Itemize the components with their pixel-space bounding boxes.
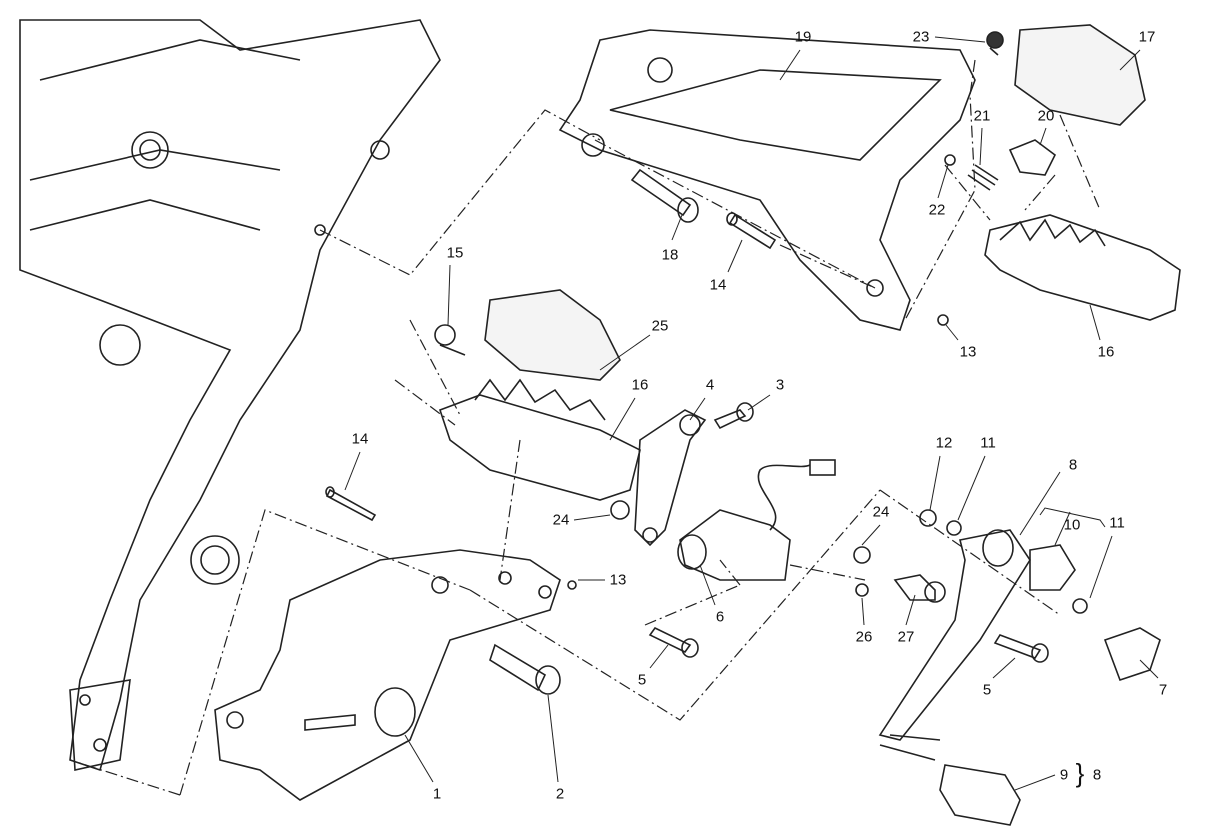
part-label-13-front: 13	[609, 571, 627, 589]
part-label-8: 8	[1068, 456, 1078, 474]
part-label-15: 15	[446, 244, 464, 262]
leader-lines	[344, 36, 1159, 791]
frame-outline	[19, 19, 441, 772]
part-label-2: 2	[555, 785, 565, 803]
part-label-22: 22	[928, 201, 946, 219]
part-label-14-front: 14	[351, 430, 369, 448]
brake-lever-and-switch	[610, 409, 836, 581]
part-label-5-right: 5	[982, 681, 992, 699]
part-label-23: 23	[912, 28, 930, 46]
part-label-9: 9	[1059, 766, 1069, 784]
front-footpeg-bracket	[214, 549, 577, 801]
rear-footpeg	[937, 24, 1181, 326]
part-label-13-rear: 13	[959, 343, 977, 361]
part-label-6: 6	[715, 608, 725, 626]
part-label-27: 27	[897, 628, 915, 646]
part-label-7: 7	[1158, 681, 1168, 699]
part-label-5-left: 5	[637, 671, 647, 689]
part-label-10: 10	[1063, 516, 1081, 534]
part-label-16-rear: 16	[1097, 343, 1115, 361]
part-label-16-front: 16	[631, 376, 649, 394]
bolts	[325, 168, 1049, 695]
front-footpeg	[434, 289, 641, 501]
part-label-17: 17	[1138, 28, 1156, 46]
part-label-20: 20	[1037, 107, 1055, 125]
part-label-26: 26	[855, 628, 873, 646]
construction-lines	[69, 59, 1101, 796]
part-label-11: 11	[980, 434, 996, 452]
part-label-8-group: 8	[1092, 766, 1102, 784]
part-label-24-right: 24	[872, 503, 890, 521]
part-label-25: 25	[651, 317, 669, 335]
part-label-12: 12	[935, 434, 953, 452]
rear-footpeg-bracket	[558, 29, 976, 331]
part-label-3: 3	[775, 376, 785, 394]
part-label-1: 1	[432, 785, 442, 803]
part-label-19: 19	[794, 28, 812, 46]
part-label-4: 4	[705, 376, 715, 394]
part-label-21: 21	[973, 107, 991, 125]
part-label-14-rear: 14	[709, 276, 727, 294]
part-label-11-right: 11	[1109, 514, 1125, 532]
part-label-18: 18	[661, 246, 679, 264]
brace-symbol: }	[1075, 757, 1085, 788]
part-label-24-left: 24	[552, 511, 570, 529]
pedal-assembly	[853, 509, 1161, 826]
